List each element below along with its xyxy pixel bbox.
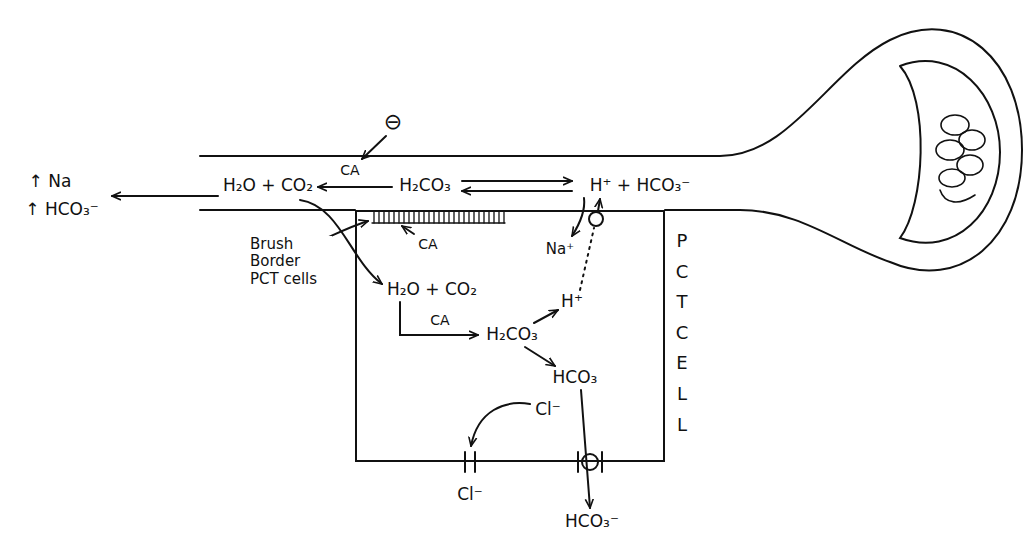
ion-label: Cl⁻ xyxy=(533,400,563,420)
reaction-arrow xyxy=(400,302,478,335)
vertical-cell-label: PCT CELL xyxy=(673,226,691,440)
tubule-wall xyxy=(200,209,355,211)
chemical-label: H₂CO₃ xyxy=(397,176,453,196)
capsule-inner-layer xyxy=(900,61,1000,243)
pointer-arrow xyxy=(402,226,414,234)
chloride-arrow xyxy=(471,403,530,446)
reaction-arrow xyxy=(534,310,558,323)
reaction-arrow xyxy=(462,180,572,182)
tubule-wall xyxy=(200,29,1022,270)
chemical-label: H₂O + CO₂ xyxy=(221,176,315,196)
glomerulus-vessel xyxy=(940,190,975,202)
glomerulus-loop xyxy=(939,169,965,187)
ion-label: Na⁺ xyxy=(544,241,576,258)
chloride-channel xyxy=(465,452,475,472)
inhibition-sign: ⊖ xyxy=(382,109,404,134)
exchanger-wall xyxy=(578,452,602,472)
chemical-label: H₂CO₃ xyxy=(484,325,540,345)
microvilli xyxy=(374,212,504,223)
inhibition-arrow xyxy=(362,136,386,159)
bicarbonate-exchanger xyxy=(582,454,598,470)
brush-border xyxy=(372,212,505,223)
chemical-label: H₂O + CO₂ xyxy=(385,280,479,300)
reaction-arrow xyxy=(525,347,555,366)
result-label: ↑ HCO₃⁻ xyxy=(23,200,100,220)
ion-label: HCO₃⁻ xyxy=(563,512,621,532)
na-h-antiporter xyxy=(589,212,603,226)
ion-label: Cl⁻ xyxy=(455,485,485,505)
dotted-path xyxy=(580,228,594,290)
reaction-arrow xyxy=(462,190,572,192)
chemical-label: H⁺ + HCO₃⁻ xyxy=(588,176,693,196)
ion-label: H⁺ xyxy=(559,292,585,312)
enzyme-label: CA xyxy=(416,236,439,252)
ion-label: HCO₃ xyxy=(551,368,600,388)
enzyme-label: CA xyxy=(338,162,361,178)
bicarbonate-arrow xyxy=(581,390,590,508)
reaction-arrow xyxy=(318,186,392,188)
structure-label: Brush Border PCT cells xyxy=(248,236,332,288)
enzyme-label: CA xyxy=(428,312,451,328)
sodium-arrow xyxy=(572,198,584,236)
result-label: ↑ Na xyxy=(27,172,74,192)
glomerulus-loop xyxy=(936,140,964,160)
glomerulus xyxy=(936,115,985,202)
reabsorption-arrow xyxy=(112,195,218,197)
